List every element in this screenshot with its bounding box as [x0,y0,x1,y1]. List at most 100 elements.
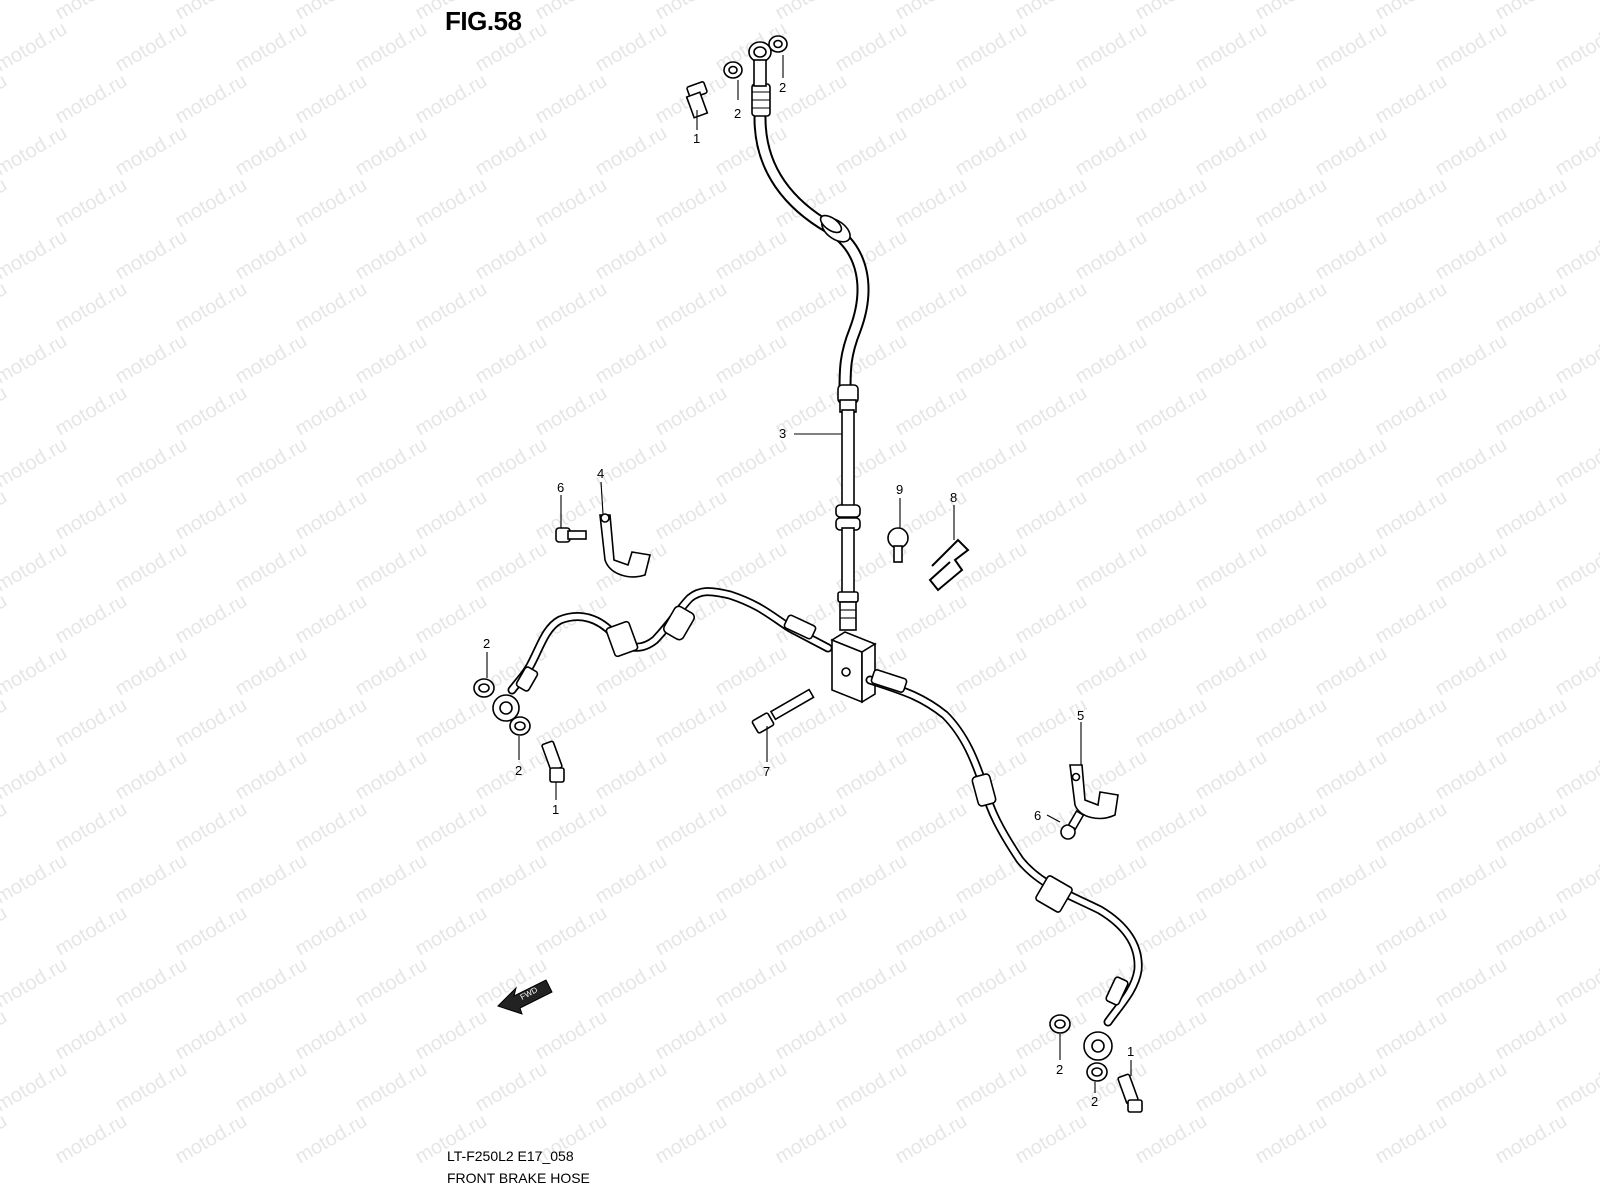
bolt-9-and-clip-8 [887,527,970,592]
watermark-text: motod.ru [1132,1110,1211,1169]
watermark-text: motod.ru [1372,798,1451,857]
watermark-text: motod.ru [232,434,311,493]
watermark-text: motod.ru [352,330,431,389]
watermark-text: motod.ru [652,174,731,233]
watermark-text: motod.ru [1252,174,1331,233]
watermark-text: motod.ru [412,1006,491,1065]
watermark-text: motod.ru [292,486,371,545]
watermark-text: motod.ru [892,590,971,649]
watermark-text: motod.ru [172,1006,251,1065]
callout-2-top-left: 2 [734,106,741,121]
watermark-text: motod.ru [1132,0,1211,24]
callout-5: 5 [1077,708,1084,723]
watermark-text: motod.ru [1252,798,1331,857]
watermark-text: motod.ru [232,642,311,701]
watermark-text: motod.ru [652,1006,731,1065]
watermark-text: motod.ru [952,1058,1031,1117]
watermark-text: motod.ru [412,486,491,545]
watermark-text: motod.ru [592,226,671,285]
watermark-text: motod.ru [112,122,191,181]
watermark-text: motod.ru [352,850,431,909]
callout-8: 8 [950,490,957,505]
watermark-text: motod.ru [232,226,311,285]
watermark-text: motod.ru [532,902,611,961]
gasket-washers-right [1049,1014,1143,1113]
watermark-text: motod.ru [232,18,311,77]
watermark-text: motod.ru [232,954,311,1013]
watermark-text: motod.ru [112,538,191,597]
watermark-text: motod.ru [772,1006,851,1065]
watermark-text: motod.ru [532,798,611,857]
watermark-text: motod.ru [292,590,371,649]
watermark-text: motod.ru [592,434,671,493]
watermark-text: motod.ru [52,590,131,649]
watermark-text: motod.ru [592,1058,671,1117]
watermark-text: motod.ru [652,0,731,24]
watermark-text: motod.ru [1552,122,1600,181]
watermark-text: motod.ru [112,330,191,389]
watermark-text: motod.ru [1192,330,1271,389]
watermark-text: motod.ru [1192,122,1271,181]
watermark-text: motod.ru [1492,486,1571,545]
watermark-text: motod.ru [1252,70,1331,129]
watermark-text: motod.ru [292,694,371,753]
watermark-text: motod.ru [1312,122,1391,181]
watermark-text: motod.ru [1432,330,1511,389]
watermark-text: motod.ru [712,642,791,701]
watermark-text: motod.ru [112,226,191,285]
watermark-text: motod.ru [172,694,251,753]
watermark-text: motod.ru [472,1058,551,1117]
watermark-text: motod.ru [832,1058,911,1117]
model-code: LT-F250L2 E17_058 [447,1148,574,1164]
watermark-text: motod.ru [1012,278,1091,337]
watermark-text: motod.ru [1312,18,1391,77]
watermark-text: motod.ru [0,850,71,909]
watermark-text: motod.ru [1252,1006,1331,1065]
watermark-text: motod.ru [472,226,551,285]
watermark-text: motod.ru [1492,0,1571,24]
watermark-text: motod.ru [0,174,11,233]
watermark-text: motod.ru [1072,538,1151,597]
watermark-text: motod.ru [352,954,431,1013]
watermark-text: motod.ru [1252,0,1331,24]
watermark-text: motod.ru [52,174,131,233]
watermark-text: motod.ru [712,954,791,1013]
watermark-text: motod.ru [1072,330,1151,389]
watermark-text: motod.ru [1132,70,1211,129]
watermark-text: motod.ru [0,330,71,389]
watermark-text: motod.ru [532,0,611,24]
watermark-text: motod.ru [412,70,491,129]
watermark-text: motod.ru [0,70,11,129]
watermark-text: motod.ru [712,330,791,389]
watermark-text: motod.ru [1192,954,1271,1013]
watermark-text: motod.ru [52,0,131,24]
watermark-text: motod.ru [172,174,251,233]
watermark-text: motod.ru [1372,0,1451,24]
watermark-text: motod.ru [1132,798,1211,857]
watermark-text: motod.ru [1432,226,1511,285]
watermark-text: motod.ru [172,382,251,441]
watermark-text: motod.ru [772,1110,851,1169]
watermark-text: motod.ru [352,746,431,805]
watermark-text: motod.ru [1552,954,1600,1013]
watermark-text: motod.ru [1552,642,1600,701]
watermark-text: motod.ru [592,330,671,389]
watermark-text: motod.ru [772,694,851,753]
watermark-text: motod.ru [532,174,611,233]
watermark-text: motod.ru [352,122,431,181]
three-way-joint [830,631,877,704]
watermark-text: motod.ru [1552,746,1600,805]
watermark-text: motod.ru [0,278,11,337]
watermark-text: motod.ru [1012,486,1091,545]
watermark-text: motod.ru [52,1006,131,1065]
watermark-text: motod.ru [1252,278,1331,337]
watermark-text: motod.ru [892,1110,971,1169]
watermark-text: motod.ru [772,278,851,337]
watermark-text: motod.ru [1492,1006,1571,1065]
watermark-text: motod.ru [0,798,11,857]
watermark-text: motod.ru [172,0,251,24]
watermark-text: motod.ru [1372,902,1451,961]
watermark-text: motod.ru [1492,382,1571,441]
watermark-text: motod.ru [112,642,191,701]
watermark-text: motod.ru [1552,226,1600,285]
